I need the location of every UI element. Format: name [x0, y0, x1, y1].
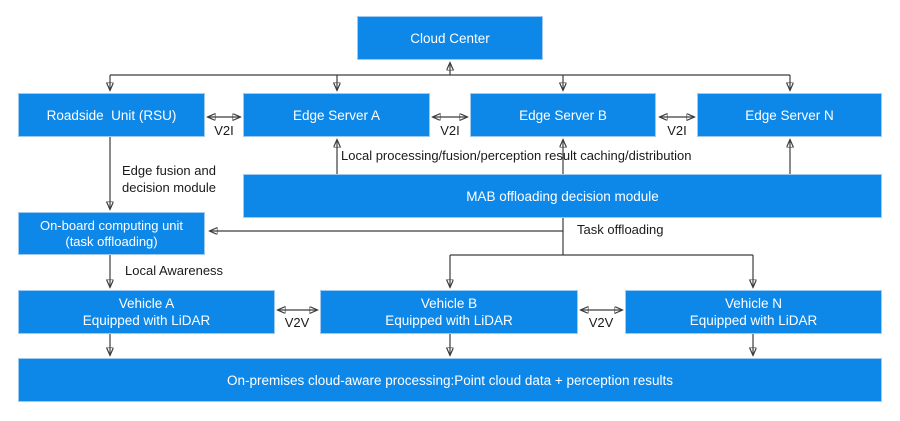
arrow-edge-row-to-cloud: [110, 63, 790, 90]
label-v2v-vehicle-a-b: V2V: [284, 315, 310, 330]
node-vehicle-b-line1: Vehicle B: [420, 296, 478, 311]
node-vehicle-n-line2: Equipped with LiDAR: [689, 313, 818, 328]
node-onboard-computing-unit-line1: On-board computing unit: [39, 217, 184, 233]
node-edge-server-a: Edge Server A: [243, 93, 430, 137]
label-edge-fusion-line2: decision module: [122, 180, 216, 195]
node-onboard-computing-unit-line2: (task offloading): [65, 233, 158, 249]
node-vehicle-a: Vehicle A Equipped with LiDAR: [18, 290, 275, 334]
node-edge-server-n-label: Edge Server N: [745, 107, 834, 123]
node-vehicle-b-line2: Equipped with LiDAR: [385, 313, 513, 328]
node-mab-offloading-module: MAB offloading decision module: [243, 174, 882, 218]
node-edge-server-b: Edge Server B: [470, 93, 656, 137]
node-vehicle-a-line1: Vehicle A: [118, 296, 175, 311]
arrow-vehicles-to-onpremises: [110, 334, 753, 355]
node-mab-offloading-module-label: MAB offloading decision module: [466, 188, 659, 204]
node-on-premises-processing-label: On-premises cloud-aware processing:Point…: [226, 372, 674, 388]
label-v2i-rsu-edge-a: V2I: [214, 123, 234, 138]
label-v2i-edge-a-b: V2I: [440, 123, 460, 138]
node-edge-server-a-label: Edge Server A: [292, 107, 381, 123]
node-edge-server-b-label: Edge Server B: [519, 107, 607, 123]
node-vehicle-b: Vehicle B Equipped with LiDAR: [320, 290, 578, 334]
label-v2v-vehicle-b-n: V2V: [588, 315, 614, 330]
label-task-offloading: Task offloading: [577, 222, 664, 237]
node-vehicle-a-line2: Equipped with LiDAR: [82, 313, 211, 328]
node-cloud-center: Cloud Center: [357, 16, 543, 60]
node-on-premises-processing: On-premises cloud-aware processing:Point…: [18, 358, 882, 402]
label-edge-fusion-module: Edge fusion and decision module: [122, 162, 216, 196]
arrow-task-offloading: [210, 218, 753, 287]
node-vehicle-n: Vehicle N Equipped with LiDAR: [625, 290, 882, 334]
label-v2i-edge-b-n: V2I: [667, 123, 687, 138]
label-local-awareness: Local Awareness: [125, 263, 224, 278]
node-edge-server-n: Edge Server N: [697, 93, 882, 137]
label-local-processing: Local processing/fusion/perception resul…: [341, 148, 692, 163]
node-onboard-computing-unit: On-board computing unit (task offloading…: [18, 212, 205, 255]
node-roadside-unit-label: Roadside Unit (RSU): [46, 107, 177, 123]
node-cloud-center-label: Cloud Center: [410, 30, 490, 46]
label-edge-fusion-line1: Edge fusion and: [122, 163, 216, 178]
node-vehicle-n-line1: Vehicle N: [724, 296, 783, 311]
node-roadside-unit: Roadside Unit (RSU): [18, 93, 205, 137]
